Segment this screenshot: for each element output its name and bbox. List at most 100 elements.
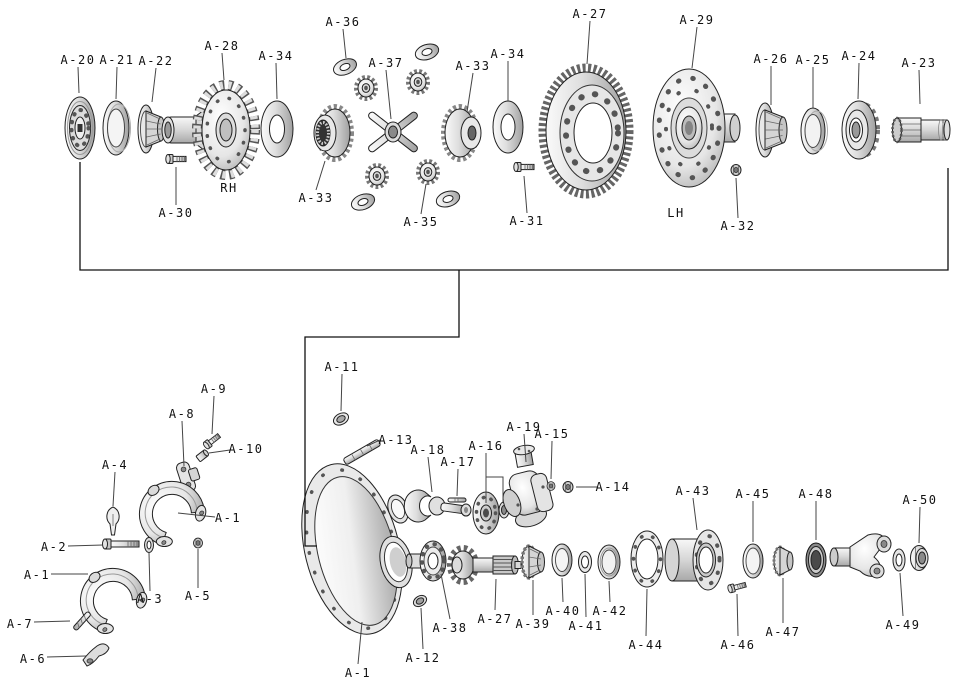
thrust-washer-part-a34-rh (260, 100, 294, 158)
part-label-a45: A-45 (736, 487, 771, 501)
part-label-a40: A-40 (546, 604, 581, 618)
companion-spline-shaft-part-a23 (891, 116, 951, 144)
part-label-a36: A-36 (326, 15, 361, 29)
part-label-a1-cap-lower: A-1 (24, 568, 50, 582)
leader-a24 (857, 62, 860, 100)
leader-a37 (385, 69, 392, 120)
leader-a17 (456, 468, 459, 497)
part-label-a5: A-5 (185, 589, 211, 603)
part-label-a9: A-9 (201, 382, 227, 396)
leader-a19 (523, 433, 527, 463)
part-label-a32: A-32 (721, 219, 756, 233)
leader-a28 (221, 52, 225, 81)
shim-part-a41 (578, 551, 592, 573)
leader-a2 (67, 544, 104, 547)
part-label-a31: A-31 (510, 214, 545, 228)
tapered-bearing-part-a47 (772, 545, 794, 577)
clutch-flange-part-a16 (472, 491, 500, 535)
leader-a1-cap-upper (177, 512, 216, 518)
part-label-a17: A-17 (441, 455, 476, 469)
leader-a11 (340, 373, 343, 412)
side-gear-part-a33-left (313, 104, 354, 162)
retainer-bolt-part-a46 (726, 580, 748, 594)
bearing-race-part-a45 (742, 543, 764, 579)
part-label-a27-pinion: A-27 (478, 612, 513, 626)
double-row-bearing-part-a20 (64, 96, 96, 160)
fork-pin-part-a17 (447, 497, 467, 503)
part-label-a49: A-49 (886, 618, 921, 632)
pinion-thrust-washer (412, 40, 442, 64)
breather-tube-part-a13 (343, 439, 381, 465)
leader-a6 (46, 655, 87, 658)
parts-layer (64, 40, 951, 667)
part-label-a47: A-47 (766, 625, 801, 639)
leader-a27-ring-gear (586, 20, 591, 65)
part-label-a11: A-11 (325, 360, 360, 374)
bearing-race-part-a25 (800, 107, 828, 155)
nut-part-a14 (562, 481, 574, 493)
nut-part-a32 (730, 164, 742, 176)
leader-a27-pinion (494, 578, 497, 611)
leader-a35 (420, 183, 427, 215)
filler-plug-part-a11 (332, 412, 350, 426)
leader-a8 (181, 420, 185, 467)
washer-part-a49 (892, 548, 906, 572)
part-label-a28: A-28 (205, 39, 240, 53)
ring-gear-part-a27 (538, 63, 634, 199)
leader-a23 (918, 69, 921, 105)
leader-a34-rh (275, 62, 278, 100)
leader-a42 (608, 580, 611, 603)
tapered-bearing-part-a39 (520, 544, 545, 580)
bracket-connector-lines (79, 162, 949, 547)
part-label-a7: A-7 (7, 617, 33, 631)
bolt-part-a30 (165, 154, 187, 164)
leader-a36 (342, 28, 347, 59)
leader-a46 (736, 593, 739, 637)
bearing-race-part-a21 (102, 100, 131, 156)
yoke-nut-part-a50 (910, 545, 929, 571)
part-label-a48: A-48 (799, 487, 834, 501)
part-label-a2: A-2 (41, 540, 67, 554)
leader-a40 (561, 577, 564, 603)
leader-a41 (584, 573, 587, 618)
part-label-a1-cap-upper: A-1 (215, 511, 241, 525)
part-label-a8: A-8 (169, 407, 195, 421)
part-label-a14: A-14 (596, 480, 631, 494)
part-label-a19: A-19 (507, 420, 542, 434)
part-label-a16: A-16 (469, 439, 504, 453)
part-label-a34-rh: A-34 (259, 49, 294, 63)
leader-a29 (691, 26, 698, 69)
part-label-a43: A-43 (676, 484, 711, 498)
part-label-a33-left: A-33 (299, 191, 334, 205)
leader-a16-branch (486, 476, 504, 502)
bracket-top-assembly (79, 162, 949, 271)
part-label-a42: A-42 (593, 604, 628, 618)
part-label-rh: RH (220, 181, 237, 195)
shift-fork-part-a18 (403, 489, 472, 523)
leader-a4 (112, 471, 116, 507)
part-label-a21: A-21 (100, 53, 135, 67)
part-label-a44: A-44 (629, 638, 664, 652)
part-label-a37: A-37 (369, 56, 404, 70)
leader-a31 (523, 175, 528, 214)
part-label-lh: LH (667, 206, 684, 220)
tapered-roller-bearing-part-a26 (755, 102, 788, 158)
part-label-a22: A-22 (139, 54, 174, 68)
part-label-a24: A-24 (842, 49, 877, 63)
drive-pinion-part-a27 (447, 545, 522, 585)
drain-plug-part-a12 (412, 594, 428, 608)
part-label-a12: A-12 (406, 651, 441, 665)
leader-a50 (918, 506, 921, 544)
part-label-a3: A-3 (137, 592, 163, 606)
pinion-thrust-washer (433, 187, 463, 211)
part-label-a50: A-50 (903, 493, 938, 507)
sleeve-part-a10 (195, 449, 210, 462)
part-label-a27-ring-gear: A-27 (573, 7, 608, 21)
part-label-a34-lh: A-34 (491, 47, 526, 61)
leader-a12 (420, 607, 424, 650)
thrust-washer-part-a34-lh (492, 100, 524, 154)
pinion-thrust-washer (330, 55, 360, 79)
carrier-housing-part-a1 (301, 463, 413, 635)
